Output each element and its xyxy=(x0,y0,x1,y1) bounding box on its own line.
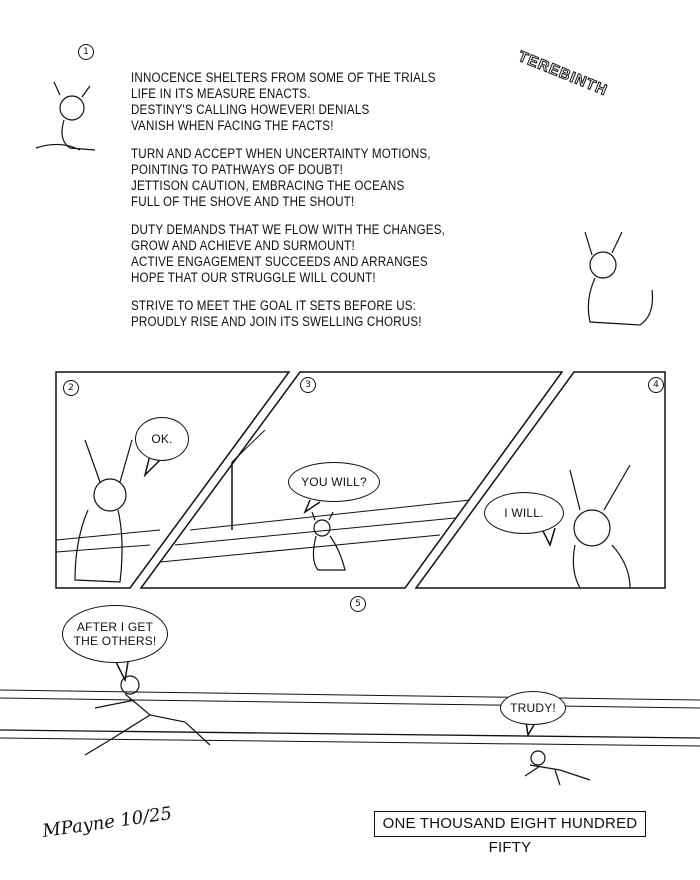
poem-line: GROW AND ACHIEVE AND SURMOUNT! xyxy=(131,238,355,253)
character-panel2 xyxy=(74,439,133,583)
speech-bubble-ok: OK. xyxy=(135,417,189,461)
panel-number-5: 5 xyxy=(350,596,366,612)
poem-line: DUTY DEMANDS THAT WE FLOW WITH THE CHANG… xyxy=(131,222,446,237)
speech-bubble-after: AFTER I GET THE OTHERS! xyxy=(62,605,168,663)
poem-line: ACTIVE ENGAGEMENT SUCCEEDS AND ARRANGES xyxy=(131,254,428,269)
poem-line: PROUDLY RISE AND JOIN ITS SWELLING CHORU… xyxy=(131,314,422,329)
character-panel3 xyxy=(311,511,346,571)
character-panel1 xyxy=(35,81,96,151)
speech-bubble-i-will: I WILL. xyxy=(484,492,564,534)
poem-line: TURN AND ACCEPT WHEN UNCERTAINTY MOTIONS… xyxy=(131,146,431,161)
character-panel4 xyxy=(569,464,631,589)
caption-box: ONE THOUSAND EIGHT HUNDRED FIFTY xyxy=(374,811,646,856)
speech-bubble-you-will: YOU WILL? xyxy=(288,462,380,502)
character-running xyxy=(84,675,211,756)
poem-line: HOPE THAT OUR STRUGGLE WILL COUNT! xyxy=(131,270,376,285)
poem-line: FULL OF THE SHOVE AND THE SHOUT! xyxy=(131,194,355,209)
poem-stanza: STRIVE TO MEET THE GOAL IT SETS BEFORE U… xyxy=(131,298,441,330)
poem: INNOCENCE SHELTERS FROM SOME OF THE TRIA… xyxy=(131,70,446,342)
panel-3-border xyxy=(139,371,564,589)
panel-number-4: 4 xyxy=(648,377,664,393)
poem-line: LIFE IN ITS MEASURE ENACTS. xyxy=(131,86,311,101)
poem-line: VANISH WHEN FACING THE FACTS! xyxy=(131,118,334,133)
poem-line: INNOCENCE SHELTERS FROM SOME OF THE TRIA… xyxy=(131,70,436,85)
poem-stanza: INNOCENCE SHELTERS FROM SOME OF THE TRIA… xyxy=(131,70,441,134)
poem-line: STRIVE TO MEET THE GOAL IT SETS BEFORE U… xyxy=(131,298,417,313)
panel-number-2: 2 xyxy=(63,380,79,396)
poem-stanza: DUTY DEMANDS THAT WE FLOW WITH THE CHANG… xyxy=(131,222,446,286)
character-right-kneeling xyxy=(584,231,654,326)
poem-stanza: TURN AND ACCEPT WHEN UNCERTAINTY MOTIONS… xyxy=(131,146,441,210)
panel-number-1: 1 xyxy=(78,44,94,60)
poem-line: DESTINY'S CALLING HOWEVER! DENIALS xyxy=(131,102,370,117)
poem-line: POINTING TO PATHWAYS OF DOUBT! xyxy=(131,162,344,177)
speech-bubble-trudy: TRUDY! xyxy=(500,691,566,725)
panel-4-border xyxy=(414,371,666,589)
panel-2-border xyxy=(55,371,291,589)
panel-number-3: 3 xyxy=(300,377,316,393)
character-crawling xyxy=(524,750,591,786)
poem-line: JETTISON CAUTION, EMBRACING THE OCEANS xyxy=(131,178,405,193)
